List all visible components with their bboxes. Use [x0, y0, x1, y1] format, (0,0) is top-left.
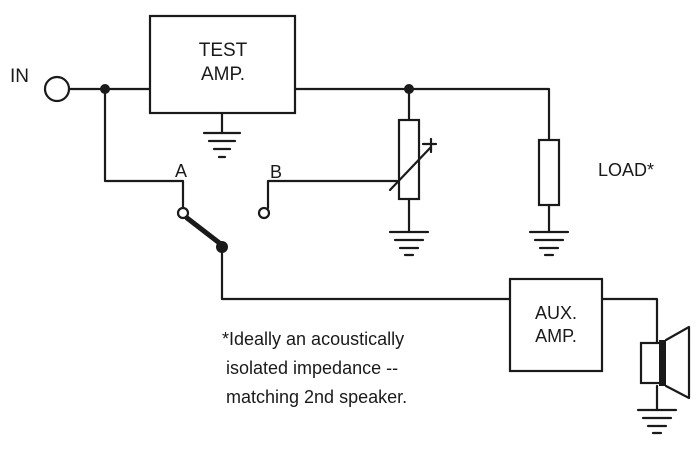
load-label: LOAD*	[598, 160, 654, 180]
test-amp-label-line2: AMP.	[201, 64, 245, 85]
aux-output-wire	[600, 297, 659, 345]
load-resistor-icon	[537, 138, 561, 234]
speaker-icon	[639, 325, 691, 400]
switch-b-label: B	[270, 162, 282, 182]
footnote-line1: *Ideally an acoustically	[222, 329, 404, 349]
footnote-line3: matching 2nd speaker.	[226, 387, 407, 407]
potentiometer-icon	[388, 87, 438, 234]
switch-contact-b-icon	[257, 206, 271, 220]
wire-to-aux-amp	[220, 245, 512, 301]
speaker-ground-icon	[636, 384, 678, 435]
wire-to-switch-a	[103, 87, 185, 210]
wire-to-switch-b	[266, 179, 399, 210]
aux-amp-label-line1: AUX.	[535, 303, 577, 323]
test-amp-label-line1: TEST	[199, 40, 248, 61]
switch-lever-icon	[184, 215, 225, 248]
load-ground-icon	[528, 230, 570, 257]
test-amp-box	[148, 14, 297, 115]
aux-amp-label-line2: AMP.	[535, 326, 577, 346]
input-terminal-icon	[43, 75, 71, 103]
footnote-line2: isolated impedance --	[226, 358, 398, 378]
test-amp-ground-icon	[202, 111, 242, 159]
potentiometer-ground-icon	[388, 230, 430, 257]
input-label: IN	[10, 66, 29, 87]
switch-contact-a-icon	[176, 206, 190, 220]
switch-a-label: A	[175, 161, 187, 181]
output-wire	[293, 87, 551, 142]
aux-amp-box	[508, 277, 604, 373]
